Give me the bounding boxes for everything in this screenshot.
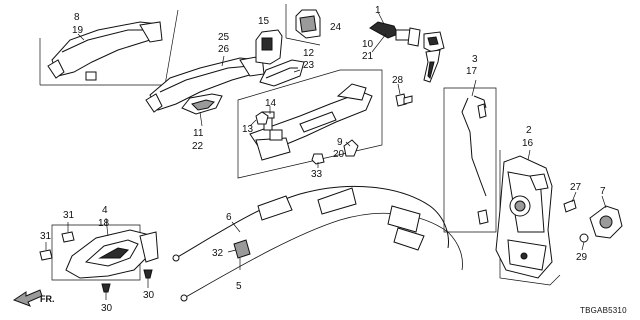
door-lock-latch-2-16[interactable] bbox=[495, 150, 561, 286]
callout-31a: 31 bbox=[63, 210, 75, 221]
callout-5: 5 bbox=[236, 281, 242, 292]
callout-31b: 31 bbox=[40, 231, 52, 242]
callout-30b: 30 bbox=[143, 290, 155, 301]
protector-12-23[interactable] bbox=[259, 59, 305, 87]
key-cylinder-10-21[interactable] bbox=[369, 21, 421, 47]
callout-28: 28 bbox=[392, 75, 404, 86]
clip-31b[interactable] bbox=[39, 249, 53, 261]
callout-11: 11 bbox=[193, 128, 204, 139]
handle-cap-11-22[interactable] bbox=[181, 93, 223, 115]
screw-27[interactable] bbox=[563, 199, 577, 213]
callout-16: 16 bbox=[522, 138, 534, 149]
rod-frame-3-17 bbox=[443, 87, 497, 233]
callout-15: 15 bbox=[258, 16, 270, 27]
bolt-28[interactable] bbox=[395, 93, 413, 107]
callout-10: 10 bbox=[362, 39, 374, 50]
callout-18: 18 bbox=[98, 218, 110, 229]
callout-2: 2 bbox=[526, 125, 532, 136]
callout-7: 7 bbox=[600, 186, 606, 197]
screw-29[interactable] bbox=[579, 233, 589, 243]
callout-24: 24 bbox=[330, 22, 342, 33]
callout-20: 20 bbox=[333, 149, 345, 160]
callout-12: 12 bbox=[303, 48, 315, 59]
diagram-code: TBGAB5310 bbox=[580, 306, 627, 315]
callout-26: 26 bbox=[218, 44, 230, 55]
striker-7[interactable] bbox=[589, 205, 623, 239]
latch-rod-3-17[interactable] bbox=[461, 95, 489, 225]
front-arrow: FR. bbox=[12, 289, 55, 307]
callout-23: 23 bbox=[303, 60, 315, 71]
outer-handle-base-25-26[interactable] bbox=[145, 55, 265, 113]
clip-9-20[interactable] bbox=[343, 139, 359, 157]
callout-25: 25 bbox=[218, 32, 230, 43]
front-arrow-label: FR. bbox=[40, 294, 55, 304]
bolt-13[interactable] bbox=[255, 111, 269, 125]
outer-handle-frame-assembly[interactable] bbox=[249, 83, 373, 161]
callout-21: 21 bbox=[362, 51, 374, 62]
callout-1: 1 bbox=[375, 5, 381, 16]
callout-14: 14 bbox=[265, 98, 277, 109]
callout-29: 29 bbox=[576, 252, 588, 263]
callout-27: 27 bbox=[570, 182, 582, 193]
callout-6: 6 bbox=[226, 212, 232, 223]
callout-3: 3 bbox=[472, 54, 478, 65]
inner-handle-frame bbox=[51, 224, 141, 281]
callout-33: 33 bbox=[311, 169, 323, 180]
callout-17: 17 bbox=[466, 66, 478, 77]
callout-22: 22 bbox=[192, 141, 204, 152]
outer-handle-8-19[interactable] bbox=[39, 9, 179, 86]
callout-8: 8 bbox=[74, 12, 80, 23]
callout-labels: 8 19 25 26 15 24 1 10 21 12 23 28 3 17 1… bbox=[40, 5, 606, 314]
screw-30a[interactable] bbox=[101, 283, 111, 293]
key-1[interactable] bbox=[423, 31, 445, 83]
cable-clip-32[interactable] bbox=[233, 239, 251, 259]
nut-33[interactable] bbox=[311, 153, 325, 165]
callout-13: 13 bbox=[242, 124, 254, 135]
key-cylinder-cover-15[interactable] bbox=[255, 29, 283, 65]
handle-base-frame bbox=[237, 69, 383, 179]
callout-32: 32 bbox=[212, 248, 224, 259]
handle-cover-24[interactable] bbox=[285, 4, 321, 46]
inner-handle-4-18[interactable] bbox=[65, 229, 159, 279]
cable-6[interactable] bbox=[172, 185, 449, 262]
screw-30b[interactable] bbox=[143, 269, 153, 279]
callout-4: 4 bbox=[102, 205, 108, 216]
clip-31a[interactable] bbox=[61, 231, 75, 243]
callout-30a: 30 bbox=[101, 303, 113, 314]
cable-5[interactable] bbox=[180, 205, 463, 302]
callout-9: 9 bbox=[337, 137, 343, 148]
callout-19: 19 bbox=[72, 25, 84, 36]
leader-lines bbox=[45, 11, 607, 300]
